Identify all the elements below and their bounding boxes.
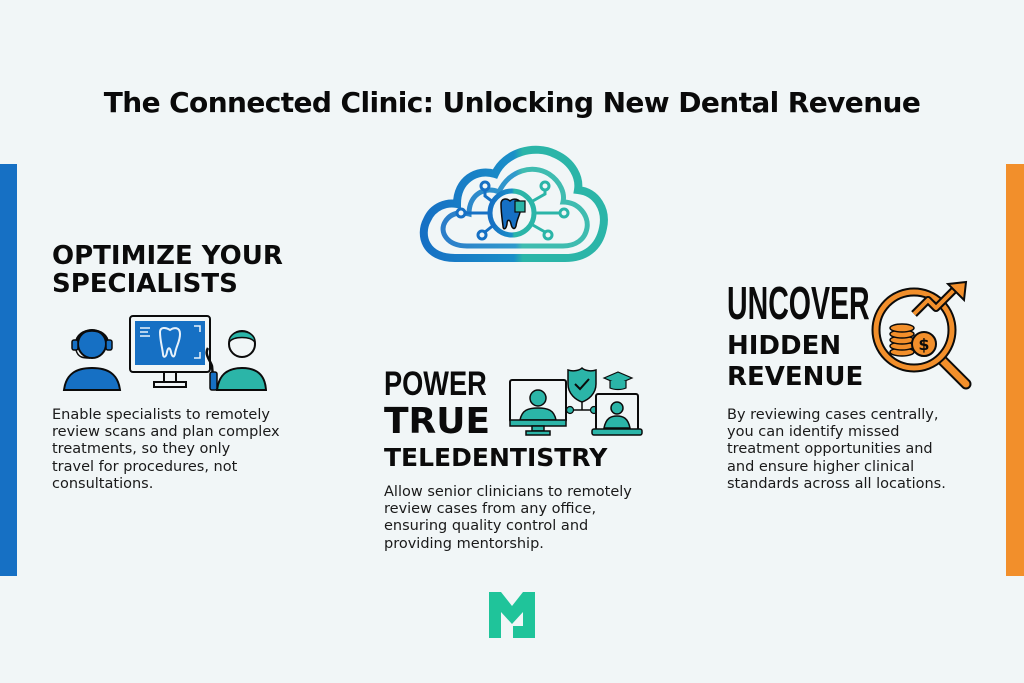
section-heading-line-hidden: HIDDEN bbox=[727, 331, 842, 361]
body-line: you can identify missed bbox=[727, 424, 900, 441]
cloud-tooth-network-icon bbox=[415, 140, 610, 265]
magnifier-coins-growth-icon: $ bbox=[868, 280, 978, 390]
right-accent-bar bbox=[1006, 164, 1024, 576]
section-heading-line-uncover: UNCOVER bbox=[727, 277, 870, 329]
heading-line: SPECIALISTS bbox=[52, 269, 238, 299]
left-accent-bar bbox=[0, 164, 17, 576]
body-line: and ensure higher clinical bbox=[727, 458, 915, 475]
body-line: ensuring quality control and bbox=[384, 518, 589, 535]
svg-text:$: $ bbox=[918, 335, 929, 354]
heading-line: OPTIMIZE YOUR bbox=[52, 241, 283, 271]
body-line: review scans and plan complex bbox=[52, 424, 280, 441]
body-line: consultations. bbox=[52, 475, 154, 492]
section-body-teledentistry: Allow senior clinicians to remotely revi… bbox=[384, 484, 674, 553]
remote-specialist-monitor-icon bbox=[62, 312, 268, 394]
section-heading-line-true: TRUE bbox=[384, 401, 491, 442]
section-heading-line-power: POWER bbox=[384, 365, 487, 403]
body-line: travel for procedures, not bbox=[52, 458, 238, 475]
section-heading-optimize-specialists: OPTIMIZE YOUR SPECIALISTS bbox=[52, 242, 283, 298]
body-line: standards across all locations. bbox=[727, 475, 946, 492]
section-heading-line-teledentistry: TELEDENTISTRY bbox=[384, 443, 608, 472]
body-line: Allow senior clinicians to remotely bbox=[384, 484, 632, 500]
teledentistry-video-call-icon bbox=[508, 366, 643, 438]
body-line: treatment opportunities and bbox=[727, 441, 933, 458]
section-body-optimize-specialists: Enable specialists to remotely review sc… bbox=[52, 407, 322, 493]
brand-logo-icon bbox=[487, 590, 537, 640]
body-line: Enable specialists to remotely bbox=[52, 407, 270, 423]
section-body-uncover-revenue: By reviewing cases centrally, you can id… bbox=[727, 407, 997, 493]
body-line: By reviewing cases centrally, bbox=[727, 407, 939, 423]
section-heading-line-revenue: REVENUE bbox=[727, 362, 864, 392]
body-line: providing mentorship. bbox=[384, 535, 544, 552]
body-line: review cases from any office, bbox=[384, 501, 597, 518]
body-line: treatments, so they only bbox=[52, 441, 231, 458]
page-title: The Connected Clinic: Unlocking New Dent… bbox=[103, 86, 921, 119]
